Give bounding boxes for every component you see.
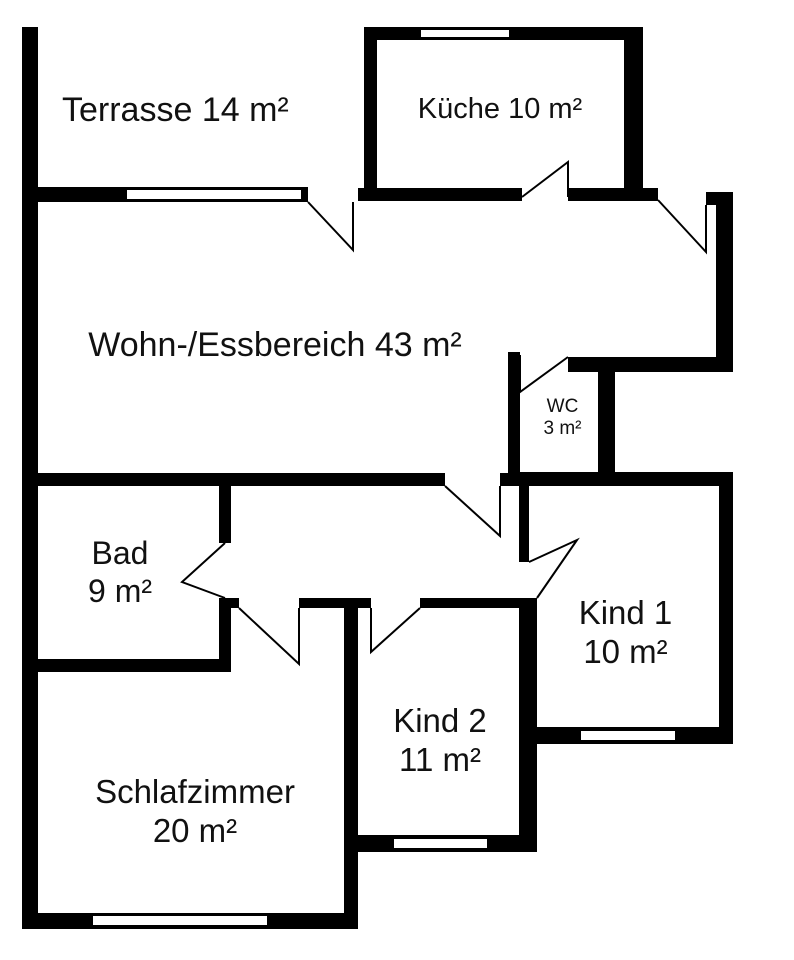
door-kind2	[370, 607, 421, 655]
wall-corridor-top	[22, 473, 445, 486]
door-kind1	[528, 537, 580, 599]
wall-kind1-top	[519, 472, 733, 486]
wall-corridor-bottom-1	[225, 598, 239, 608]
wall-corridor-bottom-3	[420, 598, 537, 608]
door-schlafzimmer	[238, 607, 300, 667]
room-name-schlafzimmer: Schlafzimmer	[95, 773, 295, 810]
room-label-kind1: Kind 1 10 m²	[528, 594, 723, 672]
room-area-schlafzimmer: 20 m²	[152, 811, 238, 849]
wall-top-middle	[358, 188, 522, 201]
window-terrasse	[125, 188, 303, 201]
room-name-wohn: Wohn-/Essbereich 43 m²	[88, 326, 462, 364]
window-kind2	[392, 837, 489, 850]
room-name-terrasse: Terrasse 14 m²	[62, 91, 289, 129]
wall-kueche-right	[624, 27, 643, 201]
room-name-bad: Bad	[91, 535, 149, 571]
room-label-kind2: Kind 2 11 m²	[360, 702, 520, 780]
room-name-wc: WC	[546, 396, 579, 417]
wall-wc-right	[598, 362, 615, 486]
door-bad	[180, 542, 226, 599]
wall-wc-left	[508, 352, 520, 486]
doors	[180, 159, 707, 667]
wall-stub-right	[706, 192, 733, 205]
room-label-schlafzimmer: Schlafzimmer 20 m²	[40, 773, 350, 851]
window-schlafzimmer	[91, 914, 269, 927]
door-corridor	[444, 485, 501, 539]
room-name-kind1: Kind 1	[578, 594, 673, 631]
wall-kueche-left	[364, 27, 377, 201]
door-right	[657, 199, 707, 255]
window-kind1	[579, 729, 677, 742]
room-label-bad: Bad 9 m²	[40, 535, 200, 611]
room-area-wc: 3 m²	[543, 418, 582, 440]
room-label-wc: WC 3 m²	[515, 396, 610, 441]
wall-bad-bottom	[22, 659, 231, 672]
room-label-kueche: Küche 10 m²	[380, 92, 620, 126]
door-kueche	[521, 159, 569, 198]
wall-bad-right-upper	[219, 473, 231, 543]
windows	[91, 28, 677, 927]
room-name-kind2: Kind 2	[393, 702, 487, 739]
room-area-kind1: 10 m²	[583, 632, 668, 670]
door-wc	[519, 355, 569, 394]
wall-schlafzimmer-right	[344, 603, 358, 929]
wall-right-upper	[716, 192, 733, 372]
wall-corridor-bottom-2	[299, 598, 371, 608]
wall-kind1-left	[519, 472, 529, 562]
door-terrasse	[307, 201, 354, 253]
room-area-bad: 9 m²	[88, 572, 152, 609]
wall-bad-right-lower	[219, 598, 231, 669]
window-kueche	[419, 28, 511, 39]
wall-wc-top	[568, 357, 733, 372]
wall-kind1-right	[719, 472, 733, 744]
room-label-terrasse: Terrasse 14 m²	[62, 90, 342, 130]
room-name-kueche: Küche 10 m²	[417, 93, 583, 125]
room-area-kind2: 11 m²	[399, 740, 481, 778]
room-label-wohn: Wohn-/Essbereich 43 m²	[40, 325, 510, 365]
wall-top-right	[568, 188, 658, 201]
